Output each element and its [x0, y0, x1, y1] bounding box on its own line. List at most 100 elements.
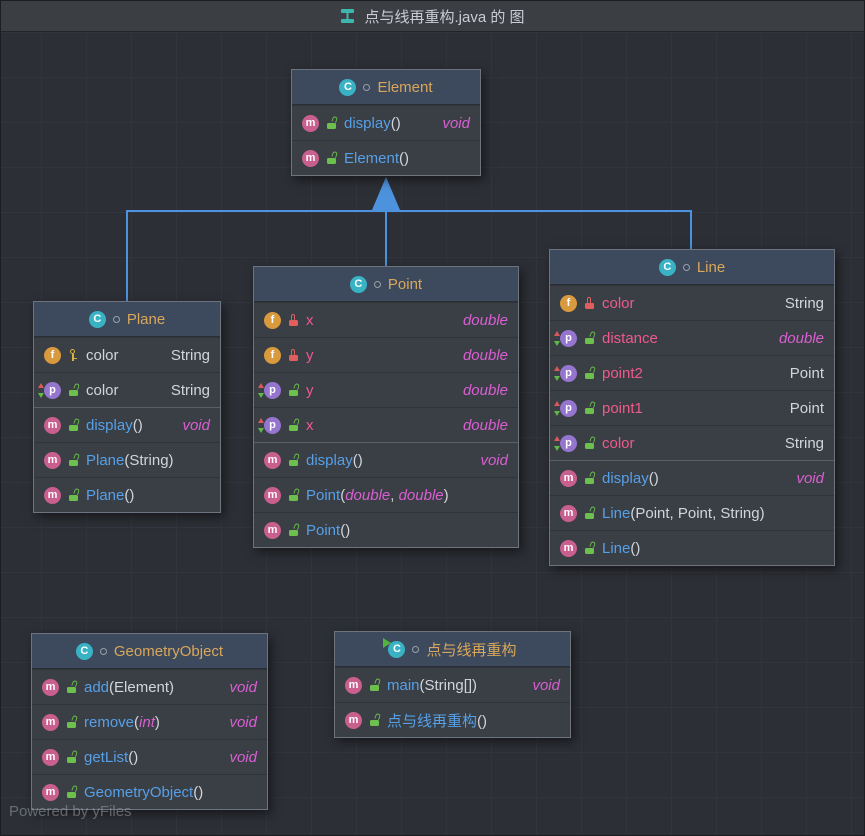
member-row[interactable]: m display() void	[34, 407, 220, 442]
member-row[interactable]: p distance double	[550, 320, 834, 355]
member-row[interactable]: m 点与线再重构()	[335, 702, 570, 737]
inheritance-arrowhead-icon[interactable]	[372, 177, 400, 210]
member-row[interactable]: m display() void	[254, 442, 518, 477]
member-type: double	[778, 329, 824, 347]
member-row[interactable]: f y double	[254, 337, 518, 372]
member-row[interactable]: m Line()	[550, 530, 834, 565]
modifier-ring-icon	[99, 647, 107, 655]
inheritance-edge-horizontal[interactable]	[126, 210, 692, 212]
property-icon: p	[258, 416, 281, 434]
property-icon: p	[554, 399, 577, 417]
member-row[interactable]: f color String	[34, 337, 220, 372]
class-box-plane[interactable]: C Plane f color String p color String m …	[33, 301, 221, 513]
method-icon: m	[264, 486, 281, 504]
getter-arrow-icon	[554, 375, 560, 381]
member-type: Point	[789, 364, 824, 382]
member-row[interactable]: m remove(int) void	[32, 704, 267, 739]
setter-arrow-icon	[554, 330, 560, 336]
member-row[interactable]: p color String	[34, 372, 220, 407]
method-name: add	[84, 678, 110, 696]
class-name: 点与线再重构	[426, 641, 517, 659]
visibility-public-icon	[584, 470, 596, 484]
class-icon: C	[88, 310, 106, 328]
member-type: void	[229, 678, 257, 696]
method-signature: display()	[86, 417, 143, 434]
visibility-public-icon	[288, 452, 300, 466]
diagram-title: 点与线再重构.java 的 图	[364, 8, 525, 26]
method-icon: m	[42, 678, 59, 696]
method-name: Line	[602, 539, 631, 557]
visibility-protected-icon	[68, 349, 79, 361]
method-signature: display()	[344, 115, 401, 132]
visibility-public-icon	[584, 400, 596, 414]
class-box-point[interactable]: C Point f x double f y double p y double…	[253, 266, 519, 548]
class-box-line[interactable]: C Line f color String p distance double …	[549, 249, 835, 566]
member-row[interactable]: m Point()	[254, 512, 518, 547]
modifier-ring-icon	[682, 263, 690, 271]
member-row[interactable]: m display() void	[292, 105, 480, 140]
inheritance-edge-line-element[interactable]	[690, 210, 692, 250]
class-box-element[interactable]: C Element m display() void m Element()	[291, 69, 481, 176]
modifier-ring-icon	[363, 83, 371, 91]
class-header[interactable]: C GeometryObject	[32, 634, 267, 669]
visibility-public-icon	[584, 365, 596, 379]
class-box-main[interactable]: C 点与线再重构 m main(String[]) void m 点与线再重构(…	[334, 631, 571, 738]
method-signature: main(String[])	[387, 677, 477, 694]
class-box-geometryobject[interactable]: C GeometryObject m add(Element) void m r…	[31, 633, 268, 810]
modifier-ring-icon	[373, 280, 381, 288]
class-header[interactable]: C Line	[550, 250, 834, 285]
member-row[interactable]: p color String	[550, 425, 834, 460]
member-row[interactable]: p point1 Point	[550, 390, 834, 425]
method-icon: m	[44, 416, 61, 434]
visibility-public-icon	[369, 677, 381, 691]
class-icon: C	[658, 258, 676, 276]
inheritance-edge-point-element[interactable]	[385, 209, 387, 267]
member-row[interactable]: p point2 Point	[550, 355, 834, 390]
member-row[interactable]: m Plane()	[34, 477, 220, 512]
method-params: ()	[648, 469, 659, 487]
method-icon: m	[560, 504, 577, 522]
member-row[interactable]: m Element()	[292, 140, 480, 175]
class-header[interactable]: C Element	[292, 70, 480, 105]
method-icon: m	[42, 713, 59, 731]
setter-arrow-icon	[554, 400, 560, 406]
member-row[interactable]: p y double	[254, 372, 518, 407]
getter-arrow-icon	[554, 340, 560, 346]
method-icon: m	[42, 783, 59, 801]
visibility-private-icon	[584, 297, 595, 309]
member-name: y	[306, 346, 314, 364]
member-name: x	[306, 311, 314, 329]
member-row[interactable]: p x double	[254, 407, 518, 442]
method-icon: m	[302, 149, 319, 167]
member-row[interactable]: m getList() void	[32, 739, 267, 774]
method-icon: m	[345, 676, 362, 694]
diagram-title-bar: 点与线再重构.java 的 图	[1, 1, 864, 32]
inheritance-edge-plane-element[interactable]	[126, 210, 128, 302]
method-signature: Element()	[344, 150, 409, 167]
member-row[interactable]: f color String	[550, 285, 834, 320]
getter-arrow-icon	[554, 410, 560, 416]
member-type: void	[229, 748, 257, 766]
member-row[interactable]: m add(Element) void	[32, 669, 267, 704]
member-type: double	[462, 381, 508, 399]
member-row[interactable]: f x double	[254, 302, 518, 337]
visibility-public-icon	[66, 679, 78, 693]
method-icon: m	[264, 521, 281, 539]
class-header[interactable]: C 点与线再重构	[335, 632, 570, 667]
class-header[interactable]: C Plane	[34, 302, 220, 337]
method-signature: display()	[602, 470, 659, 487]
member-row[interactable]: m GeometryObject()	[32, 774, 267, 809]
member-row[interactable]: m main(String[]) void	[335, 667, 570, 702]
method-params: (Point, Point, String)	[630, 504, 765, 522]
member-row[interactable]: m Point(double, double)	[254, 477, 518, 512]
method-name: Plane	[86, 486, 125, 504]
setter-arrow-icon	[258, 382, 264, 388]
member-row[interactable]: m Line(Point, Point, String)	[550, 495, 834, 530]
member-row[interactable]: m Plane(String)	[34, 442, 220, 477]
method-params: ()	[124, 486, 135, 504]
member-type: void	[480, 451, 508, 469]
member-name: distance	[602, 329, 658, 347]
class-header[interactable]: C Point	[254, 267, 518, 302]
method-signature: Point(double, double)	[306, 486, 449, 504]
member-row[interactable]: m display() void	[550, 460, 834, 495]
